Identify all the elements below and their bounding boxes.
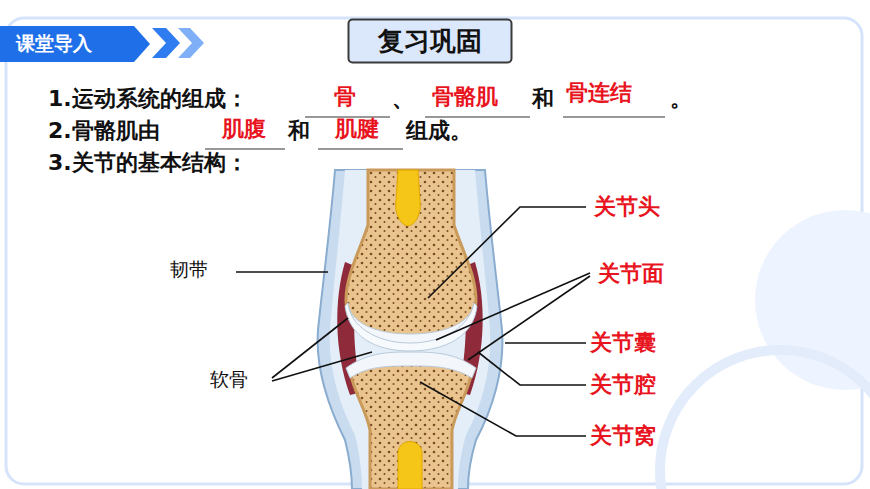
part-label: 软骨 [210, 369, 248, 391]
answer-text: 肌腱 [335, 116, 379, 141]
part-label: 韧带 [170, 259, 208, 281]
question-text: 和 [288, 118, 310, 143]
answer-text: 骨连结 [566, 80, 632, 105]
part-label: 关节面 [598, 261, 664, 286]
question-text: 2.骨骼肌由 [48, 118, 160, 143]
chevron [178, 28, 204, 58]
joint-illustration [318, 170, 503, 489]
part-label: 关节窝 [590, 423, 656, 448]
section-label: 课堂导入 [16, 31, 92, 57]
title-box: 复习巩固 [347, 18, 513, 64]
chevron [152, 28, 180, 58]
question-text: 组成。 [406, 118, 472, 143]
answer-text: 肌腹 [222, 116, 266, 141]
question-text: 和 [532, 86, 554, 111]
question-text: 3.关节的基本结构： [48, 150, 248, 175]
answer-text: 骨 [334, 84, 356, 109]
part-label: 关节囊 [590, 330, 656, 355]
section-banner: 课堂导入 [0, 26, 150, 62]
part-label: 关节腔 [590, 372, 656, 397]
question-text: 1.运动系统的组成： [48, 86, 248, 111]
decor-ring [660, 350, 870, 489]
punctuation: 。 [670, 86, 692, 111]
answer-underlines [205, 117, 665, 149]
answer-text: 骨骼肌 [432, 84, 498, 109]
title-text: 复习巩固 [378, 24, 482, 59]
decor-circle [755, 210, 870, 390]
part-label: 关节头 [594, 194, 660, 219]
punctuation: 、 [392, 86, 414, 111]
leader-lines [236, 207, 590, 436]
